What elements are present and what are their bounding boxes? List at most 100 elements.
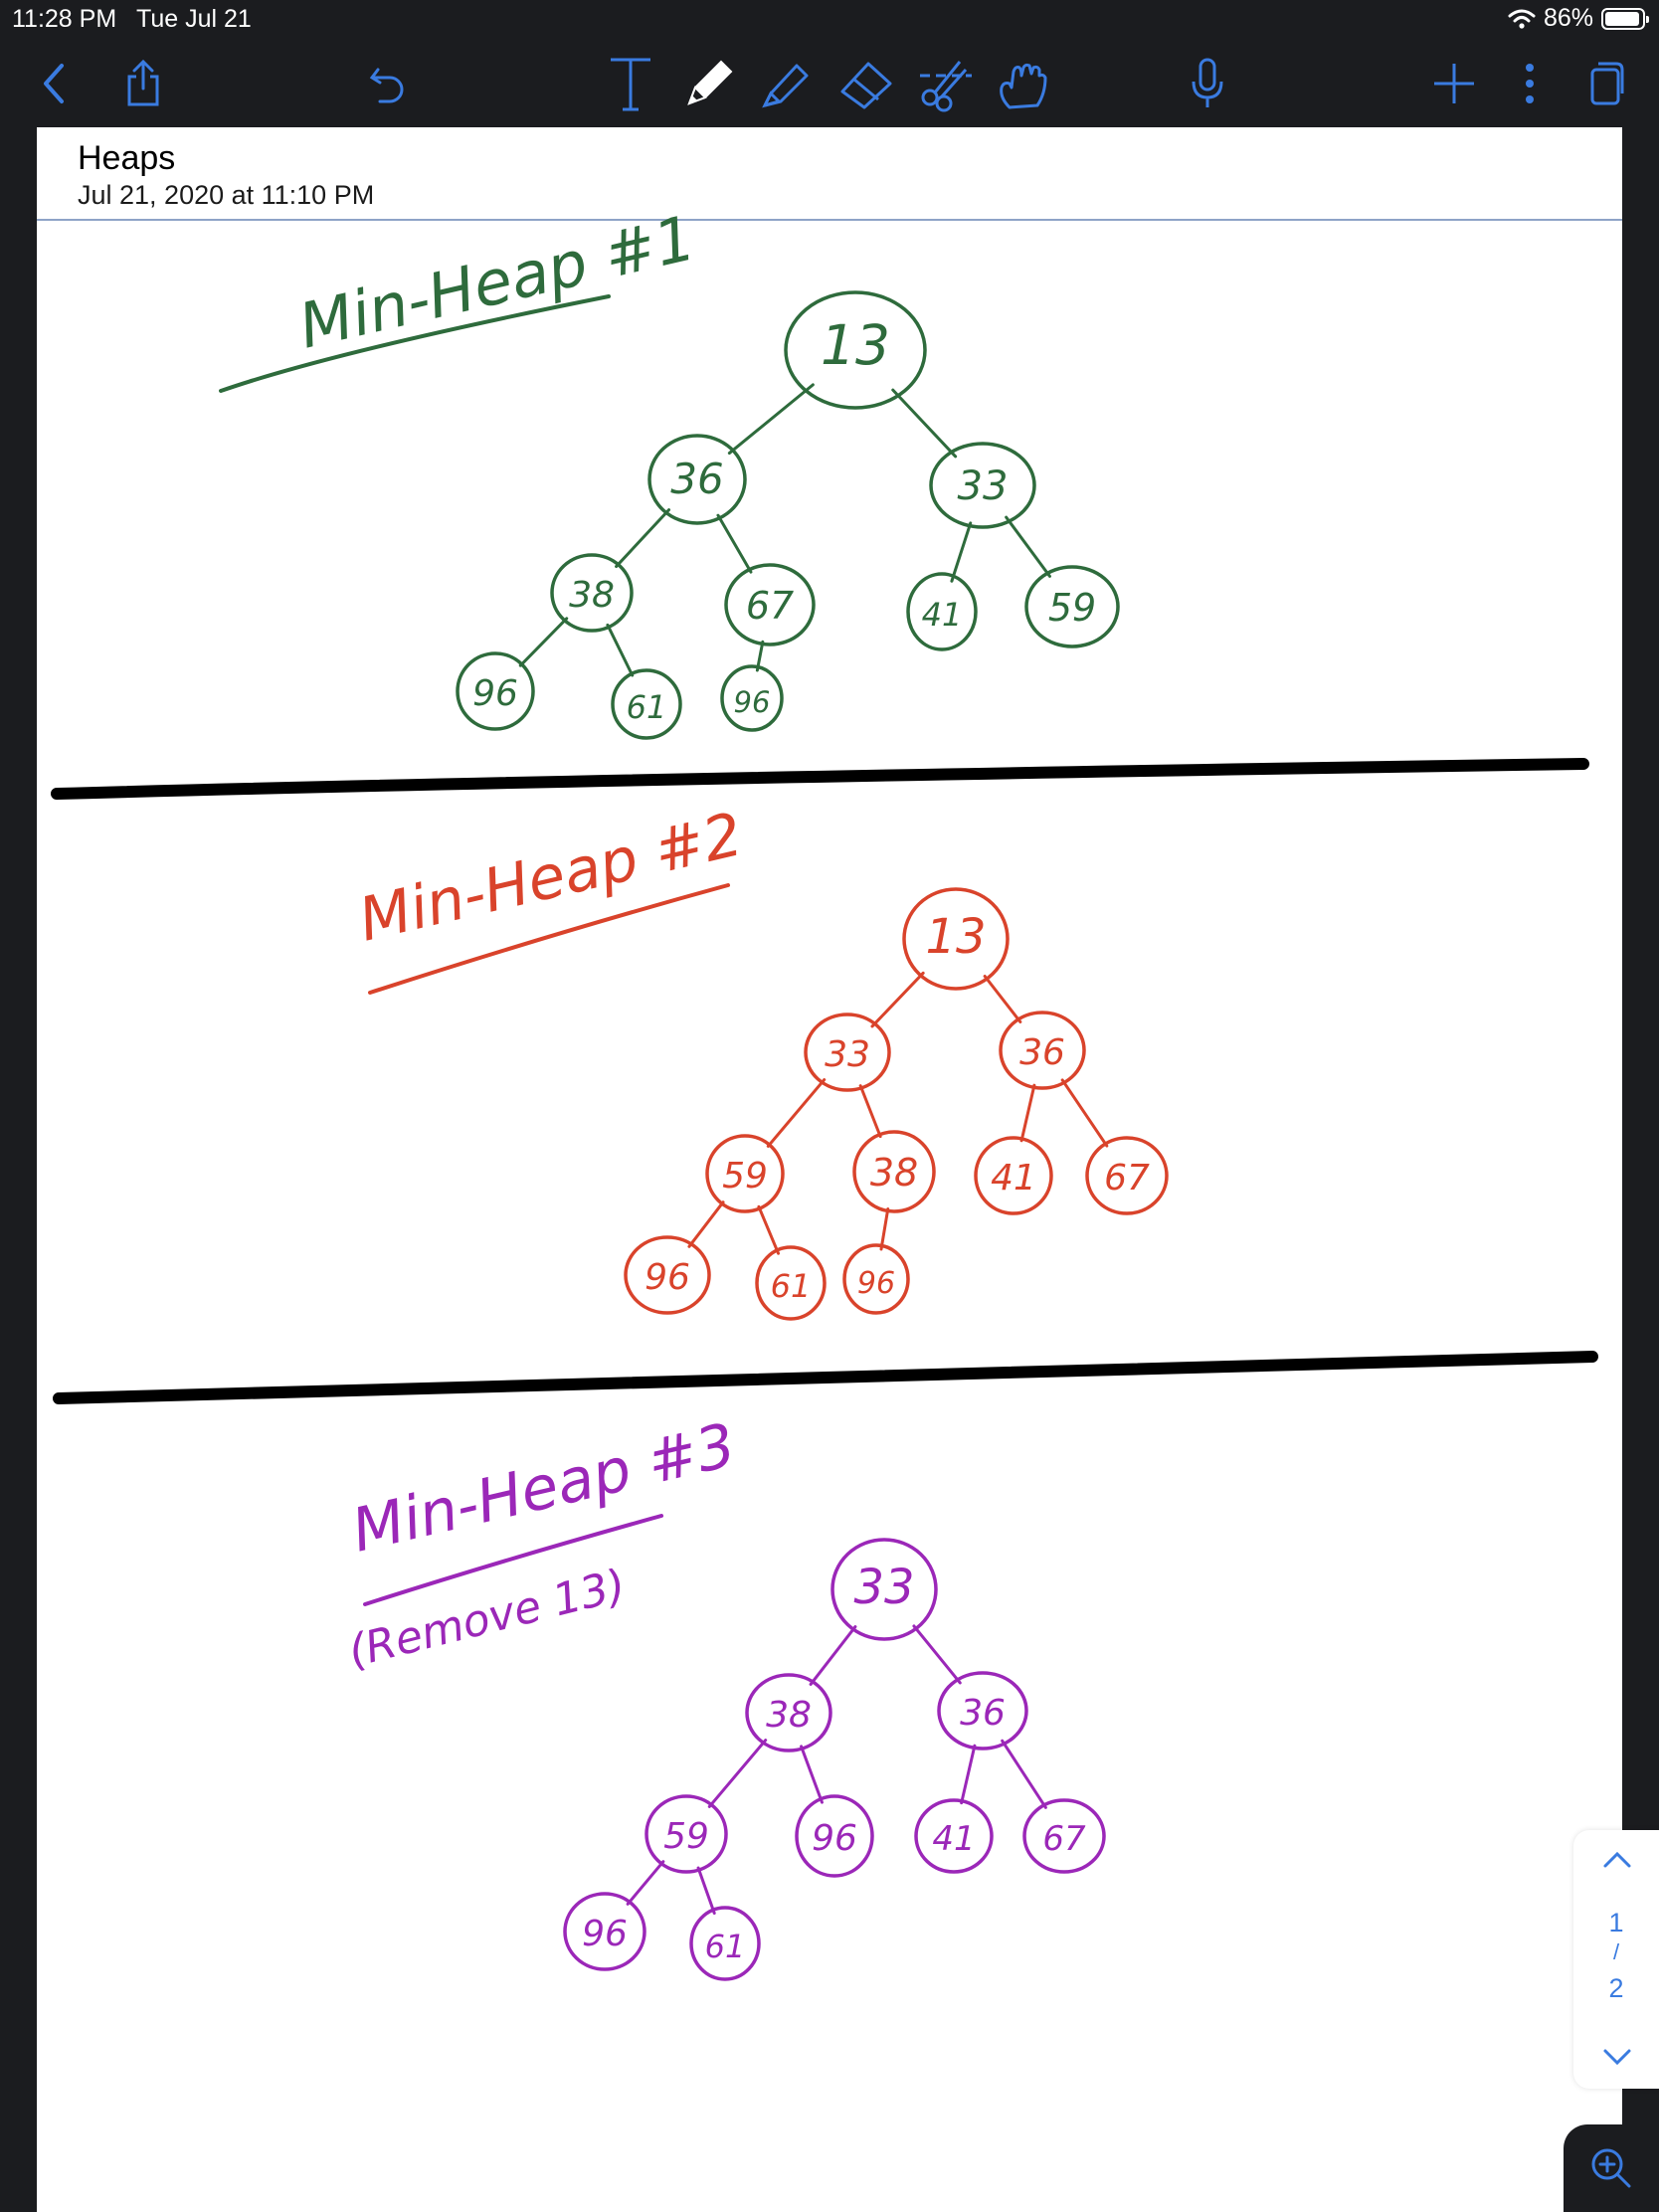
heap-node: 96 xyxy=(624,1235,711,1315)
heap-node: 41 xyxy=(906,572,978,651)
tree-edge xyxy=(858,1084,882,1139)
heap-node: 13 xyxy=(784,290,927,410)
heap-node: 13 xyxy=(902,887,1010,991)
status-date: Tue Jul 21 xyxy=(136,5,252,33)
pen-tool-button[interactable] xyxy=(676,40,742,127)
node-value: 61 xyxy=(627,688,667,726)
tree-edge xyxy=(1060,1078,1109,1148)
node-value: 59 xyxy=(722,1156,768,1197)
node-circle xyxy=(1024,565,1120,648)
tree-edge xyxy=(766,1078,827,1148)
highlighter-button[interactable] xyxy=(754,40,820,127)
tree-edge xyxy=(716,513,753,574)
battery-percent: 86% xyxy=(1543,4,1593,32)
node-value: 61 xyxy=(771,1267,812,1305)
heap-heading: Min-Heap #2 xyxy=(353,800,749,956)
chevron-up-icon[interactable] xyxy=(1601,1844,1633,1876)
node-circle xyxy=(914,1798,994,1874)
chevron-down-icon[interactable] xyxy=(1601,2041,1633,2073)
share-icon xyxy=(127,59,159,106)
node-value: 96 xyxy=(645,1257,690,1298)
tree-edge xyxy=(870,971,925,1028)
heading-underline xyxy=(368,883,730,995)
note-date: Jul 21, 2020 at 11:10 PM xyxy=(78,180,375,210)
tree-edge xyxy=(1005,515,1051,578)
node-value: 96 xyxy=(812,1818,857,1859)
node-circle xyxy=(624,1235,711,1315)
tree-edge xyxy=(626,1860,665,1906)
text-tool-button[interactable] xyxy=(603,40,658,127)
heap-node: 67 xyxy=(1022,1798,1106,1874)
undo-button[interactable] xyxy=(360,40,416,127)
heap-node: 96 xyxy=(795,1794,874,1878)
node-value: 96 xyxy=(857,1266,895,1301)
heap-node: 67 xyxy=(1085,1136,1169,1215)
heading-underline xyxy=(363,1514,663,1606)
toolbar xyxy=(0,40,1659,127)
node-value: 67 xyxy=(746,584,794,628)
page-separator: / xyxy=(1612,1939,1620,1964)
node-circle xyxy=(795,1794,874,1878)
undo-icon xyxy=(369,68,404,103)
add-icon xyxy=(1434,64,1474,103)
heap-node: 36 xyxy=(647,434,747,525)
node-circle xyxy=(902,887,1010,991)
section-divider xyxy=(53,1351,1598,1404)
text-tool-icon xyxy=(611,58,650,111)
node-circle xyxy=(1022,1798,1106,1874)
microphone-button[interactable] xyxy=(1180,40,1235,127)
more-icon xyxy=(1526,64,1534,103)
node-value: 96 xyxy=(472,673,518,714)
tree-edge xyxy=(809,1625,857,1686)
node-value: 59 xyxy=(1048,586,1096,630)
note-page[interactable]: Heaps Jul 21, 2020 at 11:10 PM Min-Heap … xyxy=(37,127,1622,2212)
heap-heading: Min-Heap #1 xyxy=(292,201,702,362)
node-circle xyxy=(647,434,747,525)
current-page: 1 xyxy=(1608,1908,1624,1937)
total-pages: 2 xyxy=(1608,1973,1624,2003)
section-divider xyxy=(51,758,1589,800)
add-button[interactable] xyxy=(1426,40,1482,127)
node-circle xyxy=(974,1136,1053,1215)
more-button[interactable] xyxy=(1510,40,1550,127)
heap-node: 33 xyxy=(830,1538,938,1641)
hand-pointer-icon xyxy=(1000,63,1047,109)
node-circle xyxy=(929,442,1036,529)
battery-icon xyxy=(1601,7,1649,30)
lasso-button[interactable] xyxy=(913,40,979,127)
highlighter-icon xyxy=(762,64,809,108)
status-bar: 11:28 PM Tue Jul 21 86% xyxy=(0,0,1659,40)
heap-node: 36 xyxy=(937,1671,1028,1751)
node-value: 38 xyxy=(569,575,615,616)
zoom-button[interactable] xyxy=(1564,2124,1659,2212)
heap-node: 59 xyxy=(1024,565,1120,648)
tree-edge xyxy=(606,623,635,677)
eraser-button[interactable] xyxy=(833,40,899,127)
pages-button[interactable] xyxy=(1581,40,1631,127)
node-value: 41 xyxy=(922,596,963,634)
node-circle xyxy=(999,1011,1086,1090)
node-circle xyxy=(830,1538,938,1641)
heap-node: 38 xyxy=(550,553,634,633)
heap-node: 59 xyxy=(645,1794,728,1874)
heap-node: 61 xyxy=(611,668,682,740)
heap-node: 41 xyxy=(914,1798,994,1874)
heap-node: 59 xyxy=(705,1134,785,1213)
node-value: 38 xyxy=(870,1151,918,1195)
node-circle xyxy=(611,668,682,740)
hand-tool-button[interactable] xyxy=(991,40,1056,127)
node-circle xyxy=(563,1892,646,1971)
eraser-icon xyxy=(840,62,892,109)
share-button[interactable] xyxy=(115,40,171,127)
heap-node: 38 xyxy=(852,1130,936,1213)
heap-note: (Remove 13) xyxy=(343,1560,631,1677)
note-title[interactable]: Heaps xyxy=(78,139,176,177)
back-button[interactable] xyxy=(30,40,80,127)
node-value: 33 xyxy=(825,1034,870,1075)
tree-edge xyxy=(800,1745,824,1804)
heap-node: 96 xyxy=(456,651,535,731)
node-value: 96 xyxy=(734,685,771,719)
